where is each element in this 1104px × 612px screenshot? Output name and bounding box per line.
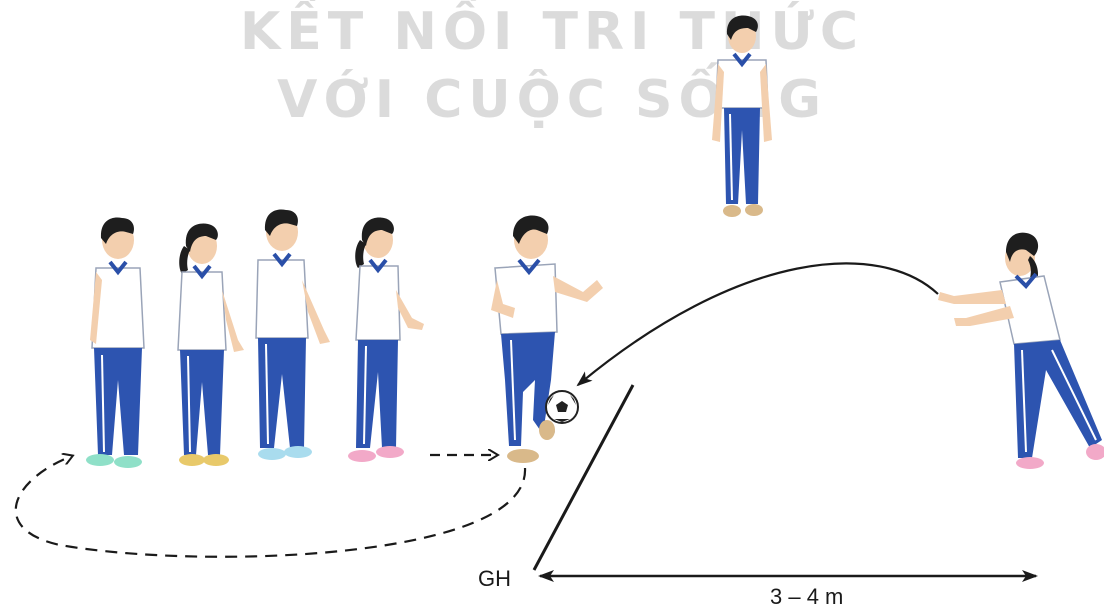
boundary-line xyxy=(532,384,635,571)
queue-student-2 xyxy=(177,223,244,466)
throw-arc-arrow xyxy=(576,262,939,387)
distance-label: 3 – 4 m xyxy=(770,584,844,609)
return-path-dashed xyxy=(14,456,527,558)
observer-student xyxy=(712,15,772,217)
queue-student-4 xyxy=(348,217,424,462)
queue-student-3 xyxy=(255,209,330,460)
queue-student-1 xyxy=(86,217,145,468)
soccer-ball xyxy=(545,390,579,424)
thrower-student xyxy=(938,232,1104,469)
start-line-label: GH xyxy=(478,566,511,591)
kicking-student xyxy=(491,215,603,463)
